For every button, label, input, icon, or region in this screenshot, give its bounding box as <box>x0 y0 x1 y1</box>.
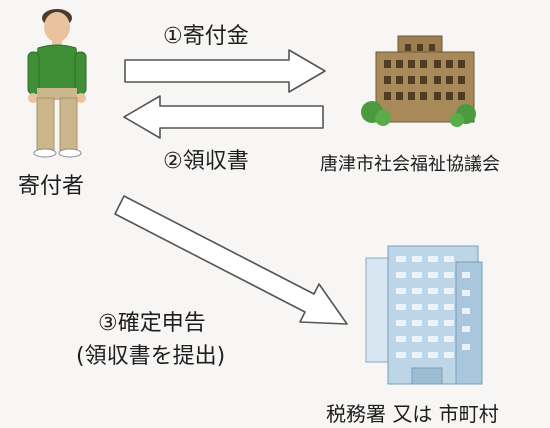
step-donation-label: ①寄付金 <box>163 24 249 49</box>
tax-office-label: 税務署 又は 市町村 <box>326 402 499 426</box>
tax-filing-arrow <box>114 195 348 325</box>
step-tax-filing-label: ③確定申告 <box>98 311 206 336</box>
council-label: 唐津市社会福祉協議会 <box>320 154 500 175</box>
person-icon <box>27 9 87 158</box>
donor-label: 寄付者 <box>18 174 85 199</box>
council-building-icon <box>361 35 476 127</box>
receipt-arrow <box>123 95 324 139</box>
donation-arrow <box>124 49 326 93</box>
tax-office-building-icon <box>365 245 483 385</box>
step-receipt-label: ②領収書 <box>163 149 249 174</box>
step-tax-filing-note: (領収書を提出) <box>76 344 226 369</box>
